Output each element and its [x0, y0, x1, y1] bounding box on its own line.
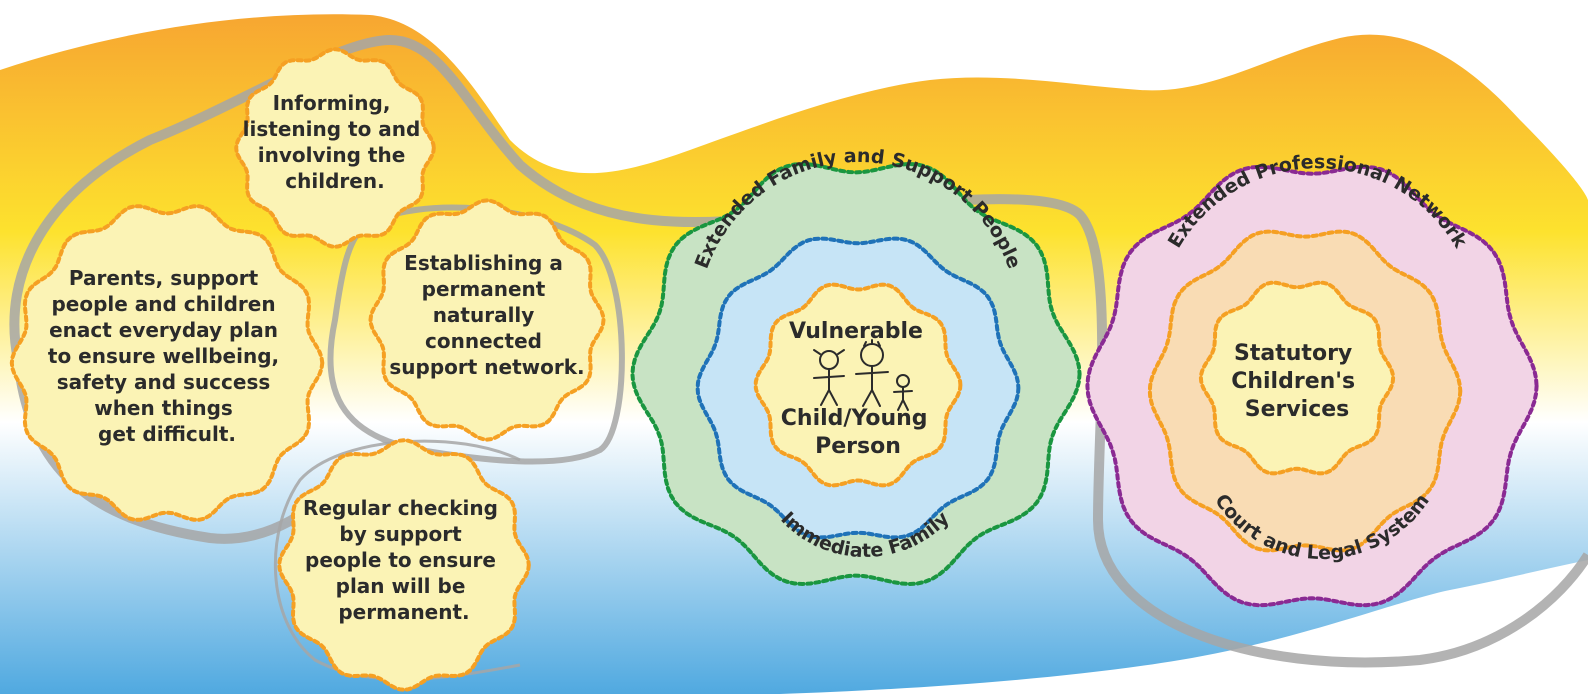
regular-circle — [277, 438, 531, 692]
parents-text: Parents, support people and children ena… — [48, 266, 286, 446]
stick-family-icon — [813, 339, 913, 411]
vulnerable-label: Vulnerable — [789, 319, 923, 344]
statutory-services-label: Statutory Children's Services — [1231, 341, 1363, 422]
regular-text: Regular checking by support people to en… — [303, 496, 505, 624]
child-circle — [753, 282, 963, 488]
parents-circle — [9, 204, 325, 522]
child-young-person-label: Child/Young Person — [781, 406, 935, 459]
establishing-text: Establishing a permanent naturally conne… — [389, 251, 584, 379]
statutory-services-circle — [1198, 280, 1396, 476]
informing-circle — [234, 47, 436, 249]
establishing-circle — [368, 198, 606, 442]
informing-text: Informing, listening to and involving th… — [243, 91, 428, 193]
